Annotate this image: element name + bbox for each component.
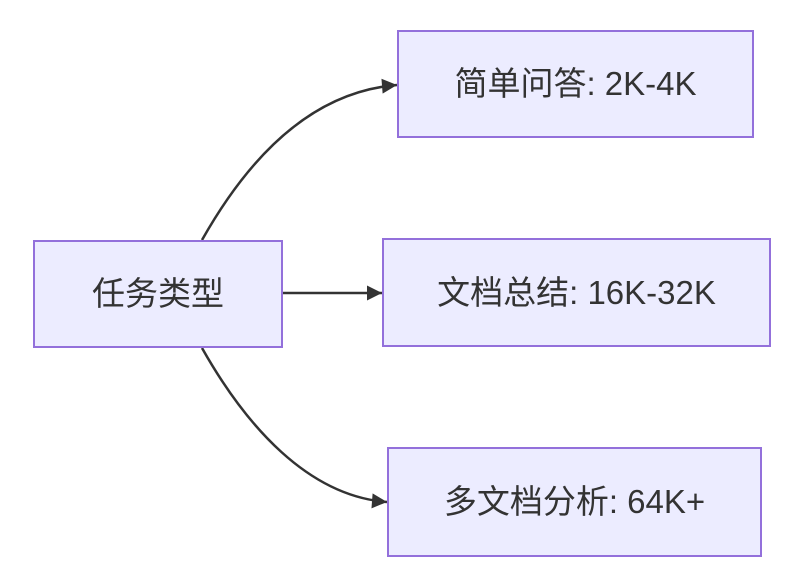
node-task-type: 任务类型 [33, 240, 283, 348]
node-multi-doc-label: 多文档分析: 64K+ [443, 483, 706, 521]
node-simple-qa-label: 简单问答: 2K-4K [454, 65, 697, 103]
node-doc-summary-label: 文档总结: 16K-32K [437, 273, 716, 311]
node-multi-doc: 多文档分析: 64K+ [387, 447, 762, 557]
edge-root-to-bottom [200, 347, 388, 509]
node-task-type-label: 任务类型 [92, 275, 224, 313]
edge-root-to-top [200, 78, 398, 241]
node-doc-summary: 文档总结: 16K-32K [382, 238, 771, 347]
node-simple-qa: 简单问答: 2K-4K [397, 30, 754, 138]
